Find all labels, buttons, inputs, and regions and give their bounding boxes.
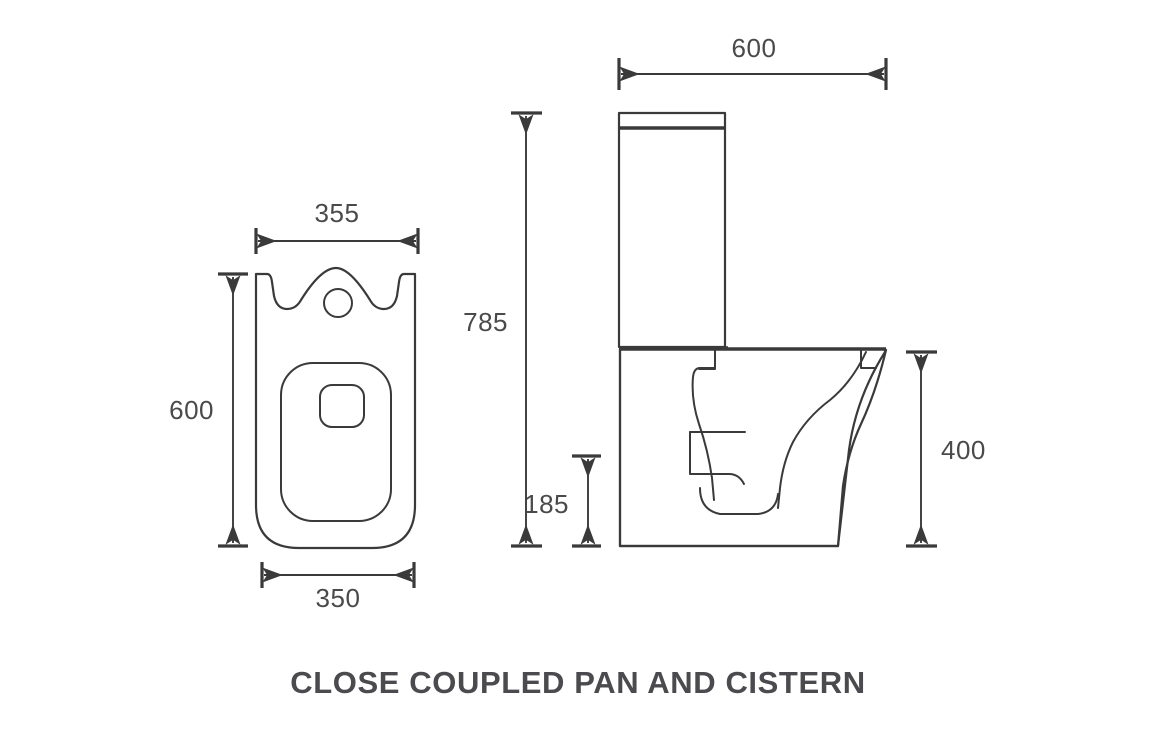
pan-inlet-box	[689, 431, 745, 485]
dim-label-side-trap-height: 185	[524, 489, 569, 519]
dim-plan-top-width: 355	[254, 198, 420, 254]
plan-view: 355 600 350	[169, 198, 420, 613]
dim-label-side-top-depth: 600	[732, 33, 777, 63]
pan-front-face	[836, 348, 888, 548]
plan-pan-outline	[254, 266, 417, 550]
dim-side-seat-height: 400	[906, 350, 986, 548]
dim-label-plan-bottom-width: 350	[316, 583, 361, 613]
dim-side-total-height: 785	[463, 111, 542, 548]
plan-outlet-opening	[319, 384, 365, 428]
dim-side-top-depth: 600	[617, 33, 888, 90]
side-elevation-view: 600 785 185 400	[463, 33, 986, 548]
dim-label-side-seat-height: 400	[941, 435, 986, 465]
bowl-inner-right-wall	[777, 351, 867, 509]
bowl-trap-curve	[699, 487, 779, 515]
dim-label-side-total-height: 785	[463, 307, 508, 337]
bowl-right-rim-notch	[860, 348, 877, 369]
bowl-inner-left-wall	[691, 348, 716, 501]
plan-bowl-aperture	[280, 362, 392, 522]
dim-side-trap-height: 185	[524, 454, 601, 548]
dim-plan-bottom-width: 350	[260, 562, 416, 613]
drawing-caption: CLOSE COUPLED PAN AND CISTERN	[290, 665, 866, 700]
dim-label-plan-left-height: 600	[169, 395, 214, 425]
cistern-body	[617, 111, 727, 349]
dim-label-plan-top-width: 355	[315, 198, 360, 228]
plan-flush-hole	[323, 288, 353, 318]
pan-outer-silhouette	[618, 347, 887, 548]
dim-plan-left-height: 600	[169, 272, 248, 548]
bowl-left-rim-notch	[698, 348, 716, 370]
